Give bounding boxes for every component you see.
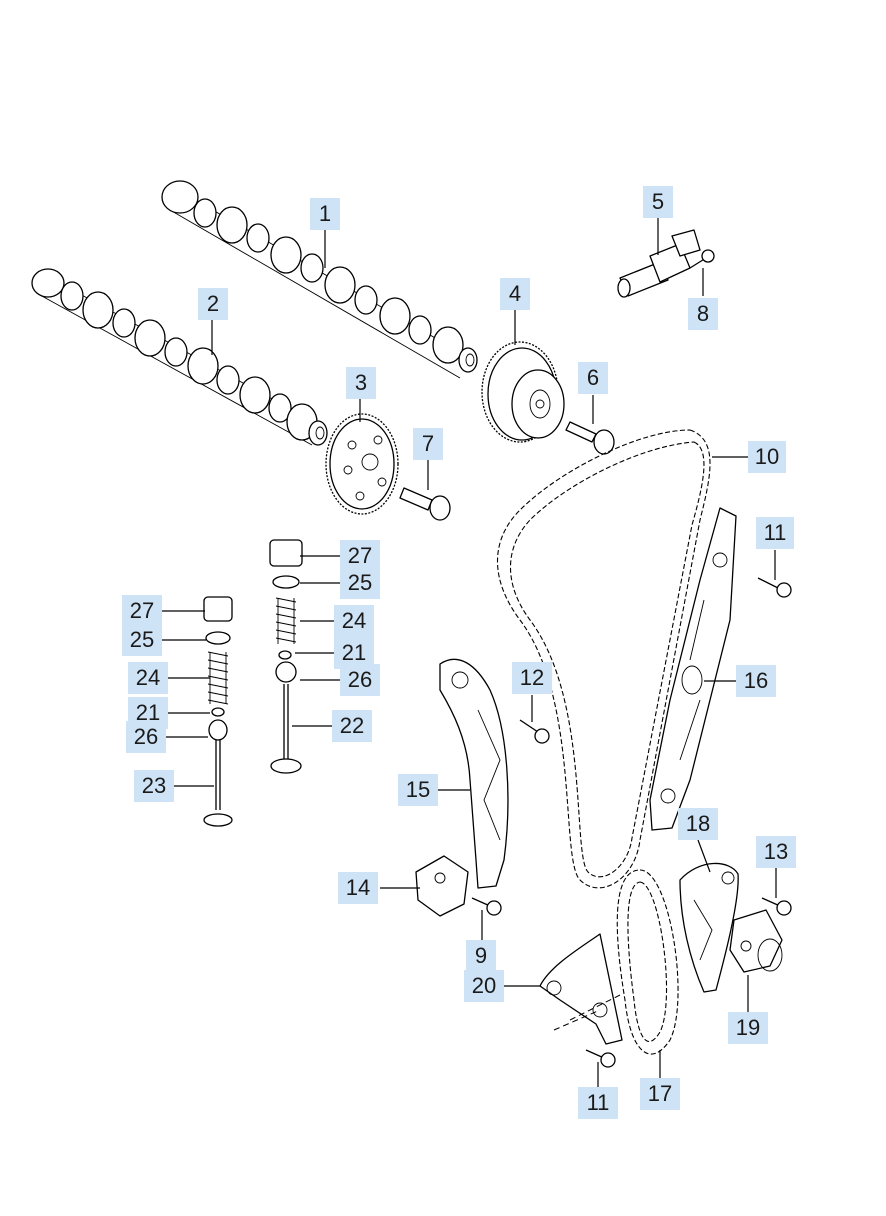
callout-2[interactable]: 2 — [198, 288, 228, 320]
tensioner-19 — [729, 909, 783, 973]
callout-4[interactable]: 4 — [500, 278, 530, 310]
bolt-11-lower — [585, 1049, 616, 1068]
callout-15[interactable]: 15 — [398, 774, 438, 806]
bolt-11-upper — [757, 577, 792, 598]
callout-5[interactable]: 5 — [643, 186, 673, 218]
chain-guide-16 — [649, 507, 737, 831]
callout-11-lower[interactable]: 11 — [578, 1087, 618, 1119]
chain-guide-18 — [679, 862, 739, 993]
cam-phaser-4 — [481, 341, 565, 443]
leader-lines — [162, 218, 777, 1087]
callout-17[interactable]: 17 — [640, 1078, 680, 1110]
chain-guide-15 — [439, 658, 509, 889]
callout-27-left[interactable]: 27 — [122, 595, 162, 627]
callout-9[interactable]: 9 — [466, 940, 496, 972]
callout-24-right[interactable]: 24 — [334, 605, 374, 637]
callout-1[interactable]: 1 — [310, 198, 340, 230]
callout-11-upper[interactable]: 11 — [756, 517, 794, 549]
chain-17 — [616, 869, 679, 1055]
callout-20[interactable]: 20 — [464, 970, 504, 1002]
cam-sprocket-3 — [325, 413, 399, 515]
valve-assembly-left — [203, 596, 233, 827]
callout-22[interactable]: 22 — [332, 710, 372, 742]
chain-guide-20 — [539, 933, 623, 1045]
callout-24-left[interactable]: 24 — [128, 662, 168, 694]
bolt-12 — [519, 719, 550, 744]
camshaft-1 — [161, 180, 478, 379]
callout-25-right[interactable]: 25 — [340, 567, 380, 599]
bolt-9 — [471, 897, 502, 916]
callout-21-right[interactable]: 21 — [334, 637, 374, 669]
timing-chain-10 — [496, 429, 711, 889]
bolt-13 — [761, 897, 792, 916]
callout-3[interactable]: 3 — [346, 367, 376, 399]
callout-12[interactable]: 12 — [512, 662, 552, 694]
bolt-6 — [565, 421, 615, 455]
callout-16[interactable]: 16 — [736, 665, 776, 697]
callout-14[interactable]: 14 — [338, 872, 378, 904]
callout-13[interactable]: 13 — [756, 836, 796, 868]
camshaft-2 — [31, 268, 328, 446]
callout-8[interactable]: 8 — [688, 298, 718, 330]
oil-control-valve-5 — [617, 229, 701, 298]
callout-6[interactable]: 6 — [578, 362, 608, 394]
valve-assembly-right — [269, 539, 303, 774]
callout-25-left[interactable]: 25 — [122, 624, 162, 656]
callout-26-left[interactable]: 26 — [126, 721, 166, 753]
callout-27-right[interactable]: 27 — [340, 540, 380, 572]
bolt-8 — [689, 249, 715, 269]
callout-7[interactable]: 7 — [413, 428, 443, 460]
bolt-7 — [399, 487, 451, 521]
callout-23[interactable]: 23 — [134, 770, 174, 802]
callout-26-right[interactable]: 26 — [340, 664, 380, 696]
callout-18[interactable]: 18 — [678, 808, 718, 840]
callout-10[interactable]: 10 — [748, 441, 786, 473]
chain-tensioner-14 — [415, 855, 469, 917]
callout-19[interactable]: 19 — [728, 1012, 768, 1044]
